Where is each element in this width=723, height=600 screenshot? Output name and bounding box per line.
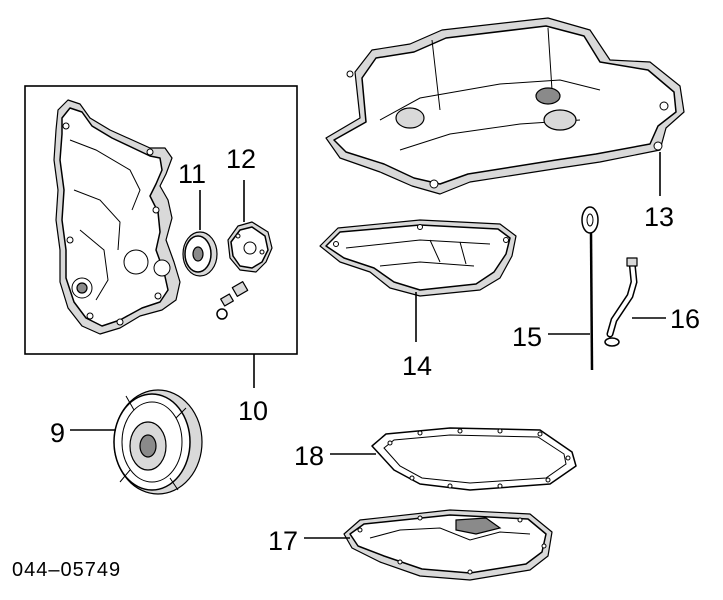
- callout-10: 10: [238, 396, 268, 426]
- relief-valve-parts: [216, 281, 249, 320]
- callout-17: 17: [268, 526, 298, 556]
- diagram-code: 044–05749: [12, 559, 121, 581]
- oil-pan-gasket: [371, 427, 577, 491]
- dipstick-guide: [604, 257, 638, 347]
- callout-15: 15: [512, 322, 542, 352]
- callout-16: 16: [670, 304, 700, 334]
- oil-pan-lower: [319, 219, 517, 297]
- callout-11: 11: [178, 159, 206, 189]
- timing-cover-group-box: [24, 85, 298, 355]
- crankshaft-pulley: [113, 389, 203, 495]
- callout-14: 14: [402, 351, 432, 381]
- callout-18: 18: [294, 441, 324, 471]
- callout-12: 12: [226, 144, 256, 174]
- oil-pump-rotor: [182, 231, 218, 277]
- callout-9: 9: [50, 418, 65, 448]
- callout-13: 13: [644, 202, 674, 232]
- timing-chain-cover: [53, 99, 181, 335]
- oil-pan-baffle: [343, 509, 553, 581]
- leader-lines: [70, 152, 666, 539]
- oil-pan-upper: [325, 17, 685, 195]
- oil-dipstick: [581, 206, 599, 371]
- oil-pump-plate: [227, 221, 273, 273]
